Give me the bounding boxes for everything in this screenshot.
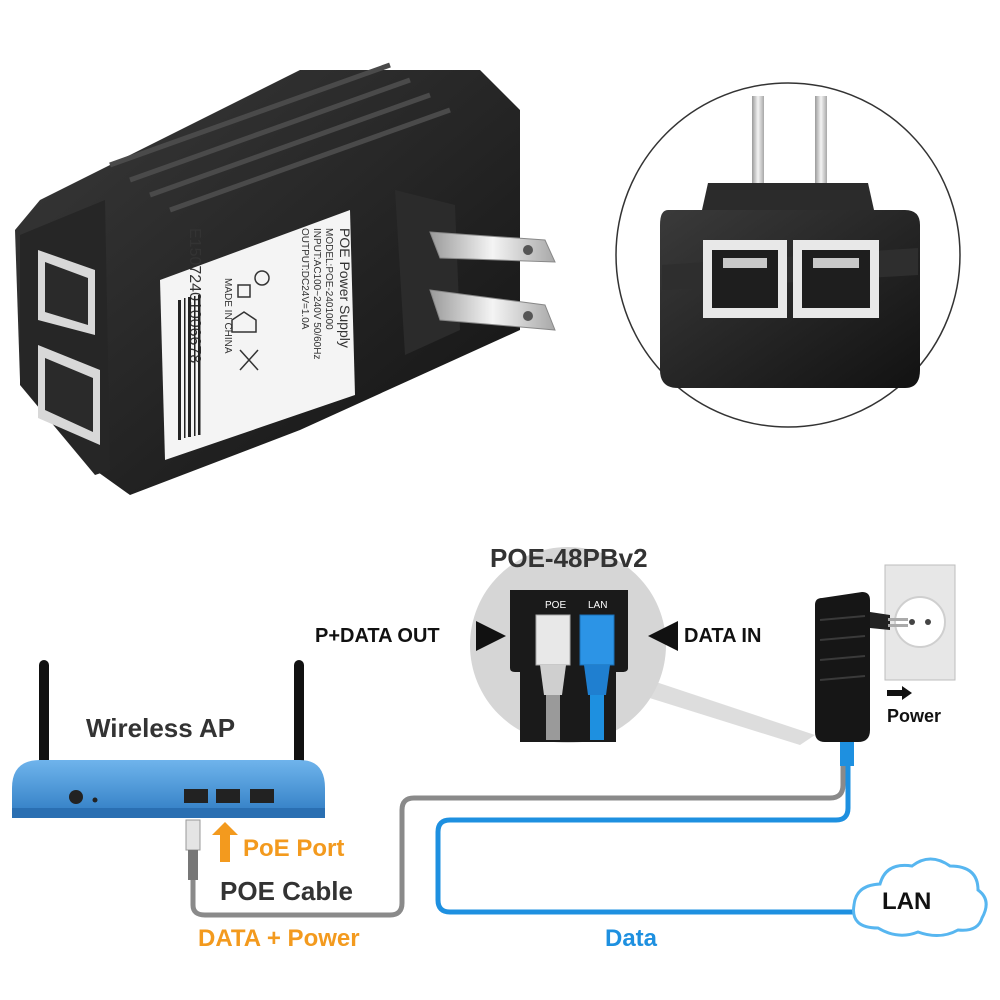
- ap-body: [12, 760, 325, 818]
- poe-port-arrow: [212, 822, 238, 862]
- adapter-label-sticker: POE Power Supply MODEL:POE-2401000 INPUT…: [160, 210, 355, 460]
- label-model: MODEL:POE-2401000: [323, 228, 334, 330]
- label-certification-marks: [231, 270, 270, 371]
- adapter-ribs: [109, 62, 451, 213]
- wall-outlet: [884, 564, 956, 681]
- data-cable-blue: [435, 740, 870, 915]
- poe-injector-device: [815, 592, 908, 766]
- data-label: Data: [605, 925, 658, 952]
- p-data-out-label: P+DATA OUT: [315, 625, 440, 647]
- lan-cloud: LAN: [852, 857, 988, 937]
- lan-label: LAN: [882, 888, 931, 915]
- injector-model-title: POE-48PBv2: [490, 543, 648, 573]
- poe-adapter-photo: POE Power Supply MODEL:POE-2401000 INPUT…: [15, 62, 556, 495]
- adapter-rj45-port-bottom: [38, 345, 100, 445]
- poe-port-label: PoE Port: [243, 835, 344, 862]
- label-input: INPUT:AC100~240V 50/60Hz: [311, 228, 322, 359]
- inset-prong-left: [752, 96, 764, 194]
- data-in-label: DATA IN: [684, 625, 761, 647]
- data-power-label: DATA + Power: [198, 925, 360, 952]
- ap-lan-ports: [184, 789, 274, 803]
- adapter-rj45-port-top: [38, 250, 95, 335]
- adapter-plug-prongs: [429, 231, 556, 331]
- adapter-plug-base: [395, 190, 460, 355]
- wireless-ap-label: Wireless AP: [86, 713, 235, 743]
- inset-rj45-port-right: [793, 240, 879, 318]
- label-brand: POE Power Supply: [337, 228, 353, 348]
- inset-prong-right: [815, 96, 827, 194]
- injector-port-lan-label: LAN: [588, 600, 607, 611]
- label-output: OUTPUT:DC24V=1.0A: [299, 228, 310, 330]
- injector-ports-magnified: POE LAN: [470, 547, 815, 745]
- ports-closeup-inset: [615, 82, 961, 428]
- ap-power-jack: [69, 790, 83, 804]
- poe-cable-label: POE Cable: [220, 876, 353, 906]
- wireless-ap-device: [12, 660, 325, 818]
- injector-blue-connector: [579, 614, 615, 740]
- injector-port-poe-label: POE: [545, 600, 566, 611]
- injector-gray-connector: [535, 614, 571, 740]
- poe-cable-gray: [190, 740, 846, 918]
- power-label: Power: [887, 706, 941, 726]
- label-origin: MADE IN CHINA: [222, 278, 233, 354]
- ap-rj45-plug: [185, 819, 201, 880]
- inset-device-body: [660, 210, 920, 388]
- inset-rj45-port-left: [703, 240, 787, 318]
- label-barcode: [178, 295, 201, 440]
- power-arrow: [887, 686, 912, 700]
